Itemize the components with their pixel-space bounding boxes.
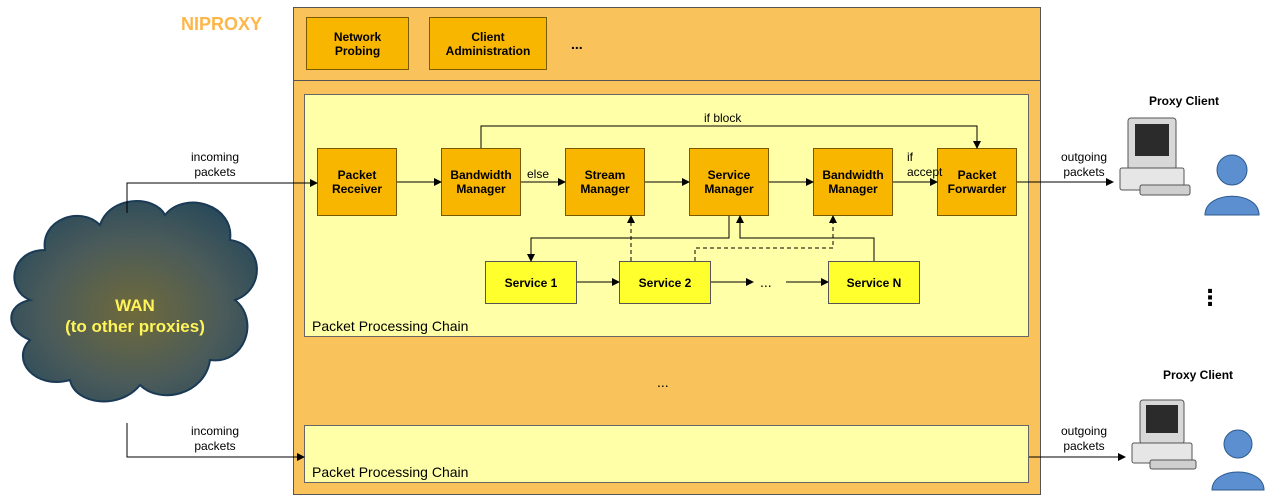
network-probing-module: Network Probing (306, 17, 409, 70)
outgoing-packets-label-1: outgoing packets (1060, 150, 1108, 179)
incoming-arrow-1 (126, 179, 318, 213)
clients-vertical-ellipsis: ⋮ (1199, 285, 1221, 310)
if-block-label: if block (704, 111, 742, 125)
proxy-client-computer-icon-2 (1131, 399, 1265, 491)
client-administration-module: Client Administration (429, 17, 547, 70)
stream-manager-block: Stream Manager (565, 148, 645, 216)
incoming-packets-label-2: incoming packets (190, 424, 240, 453)
incoming-arrow-2 (126, 423, 305, 461)
bandwidth-manager-block-2: Bandwidth Manager (813, 148, 893, 216)
chain-label-2: Packet Processing Chain (312, 464, 469, 480)
modules-ellipsis: ... (571, 36, 583, 52)
proxy-client-label-1: Proxy Client (1149, 94, 1220, 108)
wan-cloud-icon (10, 200, 258, 403)
services-ellipsis: ... (760, 274, 772, 290)
bandwidth-manager-block-1: Bandwidth Manager (441, 148, 521, 216)
wan-label: WAN (to other proxies) (65, 296, 205, 336)
outgoing-packets-label-2: outgoing packets (1060, 424, 1108, 453)
packet-processing-chain-2 (304, 425, 1029, 483)
chains-ellipsis: ... (657, 374, 669, 390)
else-label: else (527, 167, 550, 181)
incoming-packets-label-1: incoming packets (190, 150, 240, 179)
niproxy-title: NIPROXY (181, 14, 263, 34)
dashed-arrows (627, 215, 837, 261)
service-manager-block: Service Manager (689, 148, 769, 216)
packet-receiver-block: Packet Receiver (317, 148, 397, 216)
proxy-client-label-2: Proxy Client (1163, 368, 1234, 382)
packet-forwarder-block: Packet Forwarder (937, 148, 1017, 216)
chain-label: Packet Processing Chain (312, 318, 469, 334)
service-n-block: Service N (828, 261, 920, 304)
proxy-client-computer-icon-1 (1119, 117, 1260, 216)
if-accept-label: if accept (907, 150, 943, 179)
module-separator (293, 80, 1041, 81)
chain-arrows (397, 125, 1126, 461)
